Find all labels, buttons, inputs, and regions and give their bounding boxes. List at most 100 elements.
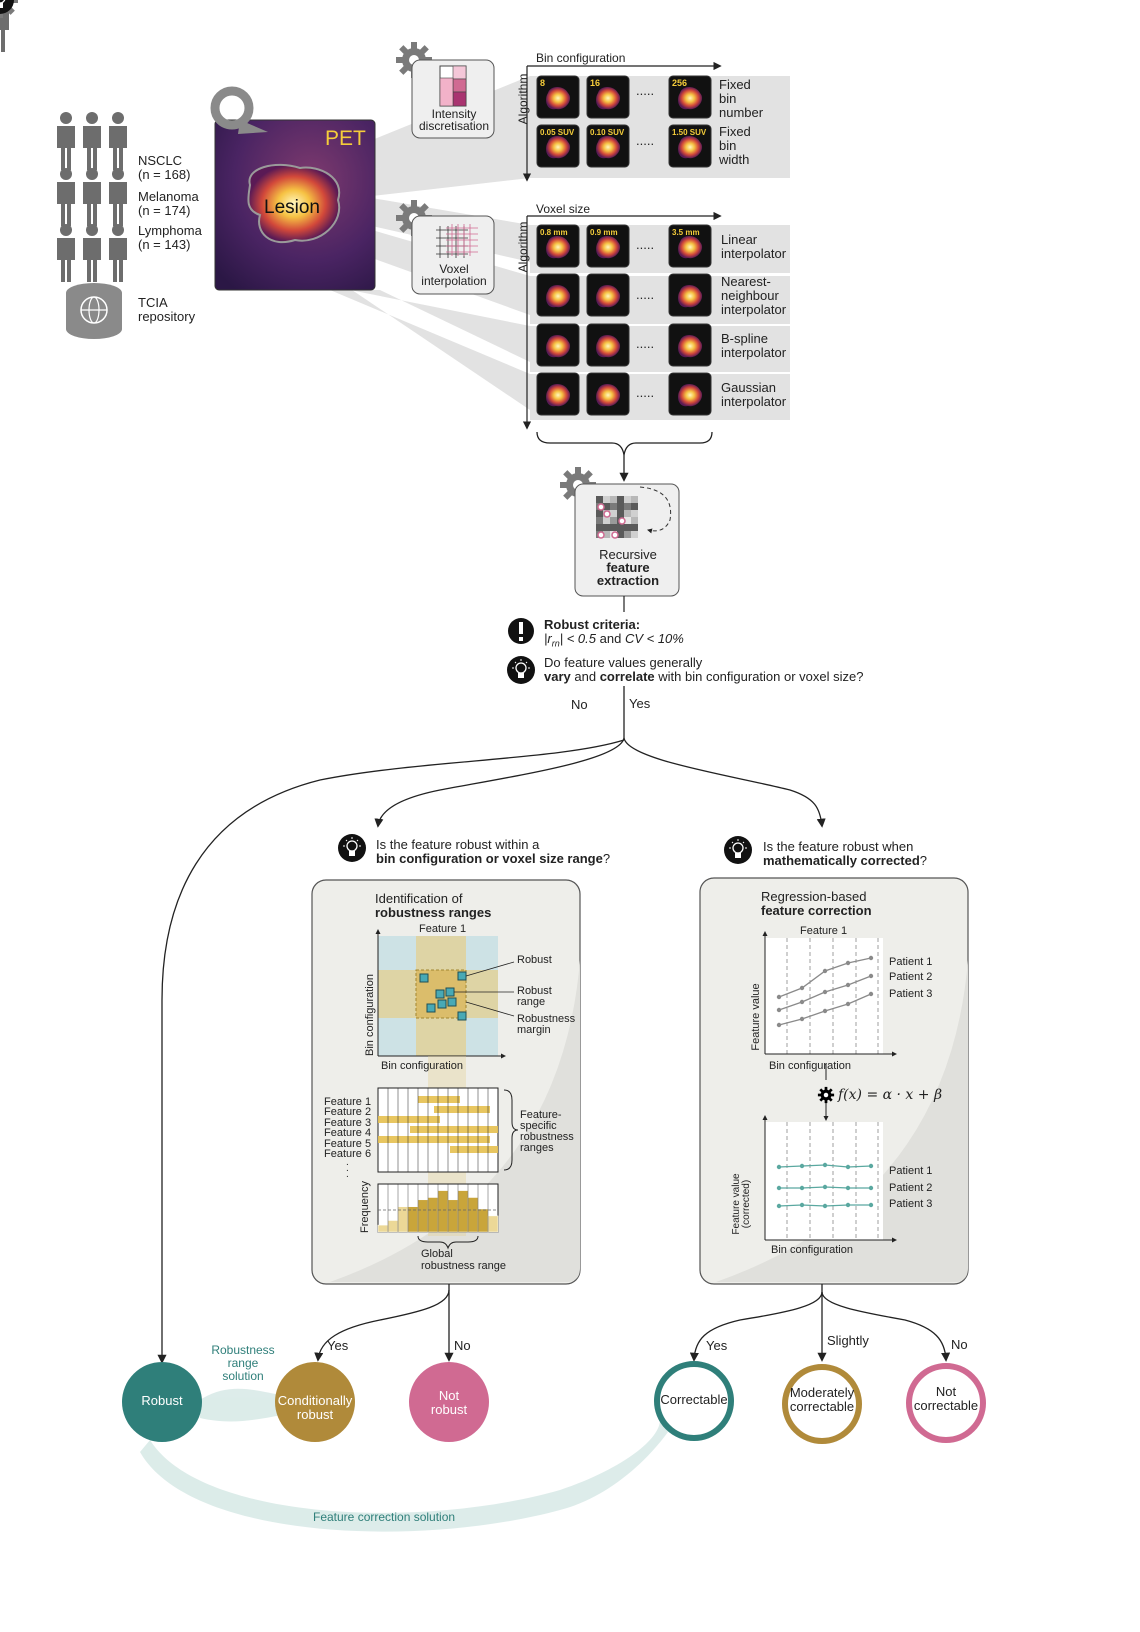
solution-bands	[140, 1388, 668, 1532]
gear-icon	[817, 1086, 835, 1104]
legend-leader	[465, 961, 515, 977]
lesion-thumbnail-blob	[596, 236, 621, 259]
checker-cell	[596, 524, 603, 531]
patient-point	[845, 1185, 851, 1191]
patient-point	[799, 985, 805, 991]
patient-point	[868, 973, 874, 979]
patient-3-corrected: Patient 3	[889, 1198, 933, 1210]
thumbnail-tag: 3.5 mm	[672, 228, 700, 237]
thumbnail-tag: 0.05 SUV	[540, 128, 575, 137]
histogram-bar	[467, 1197, 479, 1233]
checker-cell	[603, 496, 610, 503]
feature-range-bar	[418, 1096, 460, 1103]
correction-axis-y: Feature value	[750, 983, 762, 1051]
cohort-melanoma: Melanoma(n = 174)	[138, 189, 199, 218]
range-solution-label: Robustness range solution	[211, 1343, 275, 1383]
ellipsis: .....	[636, 287, 655, 302]
ellipsis: .....	[636, 237, 655, 252]
outcome-not-robust	[409, 1362, 489, 1442]
lesion-thumbnail-blob	[596, 87, 621, 110]
legend-leader	[465, 1001, 515, 1017]
outcome-correctable-label: Correctable	[660, 1392, 728, 1407]
label-slightly: Slightly	[827, 1333, 869, 1348]
checker-cell	[631, 503, 638, 510]
patient-point	[799, 1016, 805, 1022]
outcome-correctable	[654, 1361, 734, 1441]
lesion-thumbnail-blob	[596, 384, 621, 407]
frequency-axis: Frequency	[359, 1181, 371, 1233]
lesion-thumbnail-blob	[678, 236, 703, 259]
checker-cell	[603, 531, 610, 538]
branch-yes: Yes	[629, 696, 651, 711]
thumbnail-tag: 1.50 SUV	[672, 128, 707, 137]
robust-point	[426, 1003, 436, 1013]
lesion-label: Lesion	[264, 197, 320, 218]
histogram-bar	[417, 1199, 429, 1233]
lesion-thumbnail-blob	[546, 236, 571, 259]
patient-point	[845, 1164, 851, 1170]
interpolation-axes	[522, 211, 722, 430]
feature-range-bar	[378, 1116, 440, 1123]
row-bspline: B-spline interpolator	[721, 331, 787, 360]
outcome-not-robust-label: Not robust	[430, 1388, 468, 1417]
histogram-bar	[447, 1199, 459, 1233]
ellipsis: .....	[636, 385, 655, 400]
thumbnail-tag: 8	[540, 78, 545, 88]
histogram-bar	[477, 1208, 489, 1233]
patient-point	[776, 1007, 782, 1013]
pixel-marker	[597, 531, 605, 539]
pixel-marker	[611, 531, 619, 539]
pet-modality-label: PET	[325, 127, 366, 150]
thumbnail-tag: 256	[672, 78, 687, 88]
checker-cell	[617, 524, 624, 531]
outcome-conditionally-robust	[275, 1362, 355, 1442]
brace-to-extraction	[536, 431, 713, 482]
outcome-not-correctable-label: Not correctable	[913, 1384, 979, 1413]
checker-cell	[624, 496, 631, 503]
patient-point	[822, 1162, 828, 1168]
checker-cell	[631, 524, 638, 531]
patient-point	[845, 982, 851, 988]
histogram-bar	[427, 1197, 439, 1233]
robust-point	[447, 997, 457, 1007]
checker-cell	[624, 531, 631, 538]
lesion-thumbnail-blob	[678, 87, 703, 110]
lesion-thumbnail-blob	[678, 136, 703, 159]
discretisation-tool-label: Intensity discretisation	[418, 107, 490, 133]
pixel-marker	[603, 510, 611, 518]
checker-cell	[610, 517, 617, 524]
histogram-bar	[377, 1224, 389, 1233]
lesion-thumbnail-blob	[596, 335, 621, 358]
patient-point	[776, 1164, 782, 1170]
row-linear: Linear interpolator	[721, 232, 787, 261]
patient-point	[799, 1185, 805, 1191]
robust-point	[457, 971, 467, 981]
discretisation-axis-x: Bin configuration	[536, 51, 626, 65]
discretisation-axis-y: Algorithm	[516, 73, 530, 125]
patient-point	[868, 1202, 874, 1208]
checker-cell	[617, 496, 624, 503]
plot-background	[765, 1122, 883, 1240]
feature-range-bar	[434, 1106, 490, 1113]
checker-cell	[603, 517, 610, 524]
legend-robustness-margin: Robustness margin	[517, 1013, 576, 1036]
corrected-axis-y: Feature value(corrected)	[731, 1173, 752, 1235]
gear-icon	[817, 1086, 835, 1104]
checker-cell	[603, 524, 610, 531]
checker-cell	[603, 503, 610, 510]
row-nearest: Nearest- neighbour interpolator	[721, 274, 787, 317]
label-no-left: No	[454, 1338, 471, 1353]
patient-2: Patient 2	[889, 971, 933, 983]
histogram-bar	[397, 1206, 409, 1233]
checker-cell	[624, 524, 631, 531]
global-range-label: Global robustness range	[421, 1248, 506, 1272]
decision-branches	[157, 686, 826, 1364]
lesion-thumbnail-blob	[546, 335, 571, 358]
outcome-conditional-label: Conditionally robust	[277, 1393, 353, 1422]
row-gaussian: Gaussian interpolator	[721, 380, 787, 409]
patient-3: Patient 3	[889, 988, 933, 1000]
histogram-bar	[457, 1190, 469, 1233]
correction-solution-label: Feature correction solution	[313, 1510, 456, 1524]
